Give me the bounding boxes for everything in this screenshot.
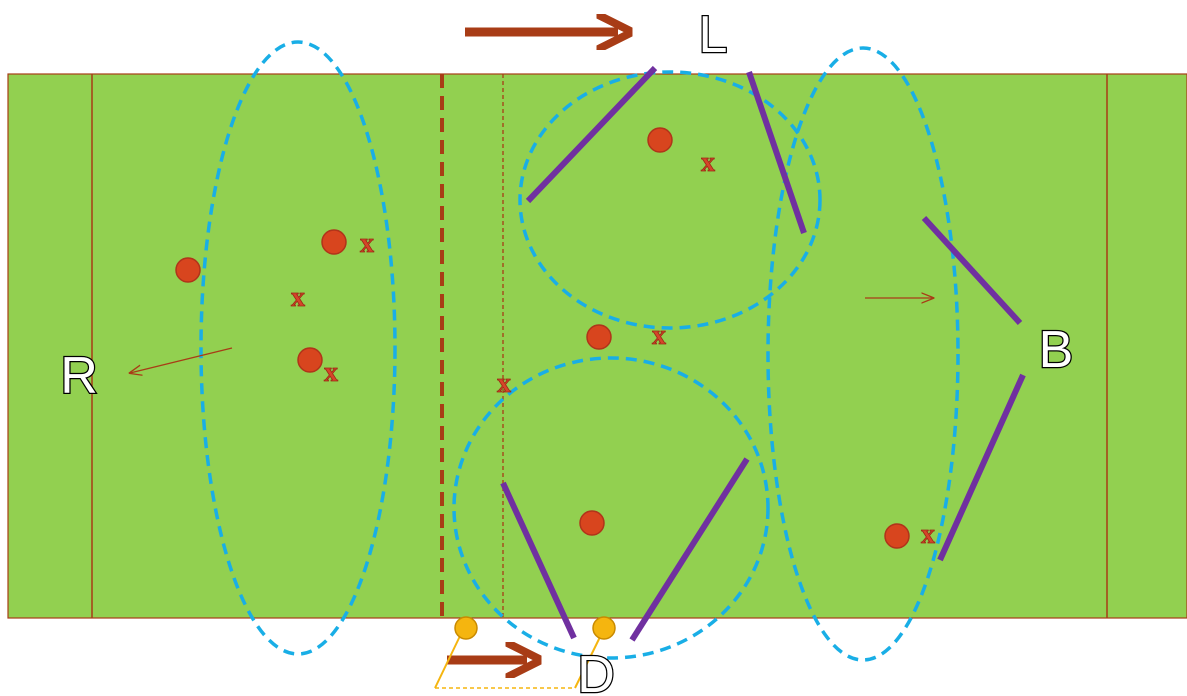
x-marker: x	[324, 357, 338, 388]
wall-line	[746, 71, 807, 234]
right-zone-ellipse	[766, 46, 960, 662]
referee-circle	[592, 616, 616, 640]
wall-line	[500, 481, 577, 640]
retreat-arrow	[130, 347, 233, 373]
x-marker: x	[497, 368, 511, 399]
referee-guide-solid	[434, 635, 461, 689]
label-l: L	[699, 6, 728, 64]
opponent-markers: x x x x x x x	[291, 147, 936, 551]
referee-markers	[434, 616, 616, 689]
x-marker: x	[360, 228, 374, 259]
referee-circle	[454, 616, 478, 640]
wall-line	[921, 215, 1023, 326]
player-circle	[175, 257, 201, 283]
left-zone-ellipse	[199, 40, 397, 656]
wall-line	[525, 65, 658, 204]
referee-guide-solid	[574, 636, 601, 689]
wall-lines	[500, 65, 1026, 642]
wall-line	[937, 373, 1026, 562]
player-circle	[579, 510, 605, 536]
players	[175, 127, 910, 549]
x-marker: x	[291, 282, 305, 313]
player-circle	[297, 347, 323, 373]
wall-line	[629, 457, 750, 642]
upper-zone-ellipse	[518, 70, 822, 330]
label-b: B	[1039, 321, 1074, 379]
label-r: R	[60, 347, 98, 405]
player-circle	[321, 229, 347, 255]
x-marker: x	[652, 320, 666, 351]
player-circle	[586, 324, 612, 350]
label-d: D	[577, 646, 615, 696]
player-circle	[647, 127, 673, 153]
x-marker: x	[701, 147, 715, 178]
lower-zone-ellipse	[452, 356, 770, 660]
player-circle	[884, 523, 910, 549]
x-marker: x	[921, 519, 935, 550]
